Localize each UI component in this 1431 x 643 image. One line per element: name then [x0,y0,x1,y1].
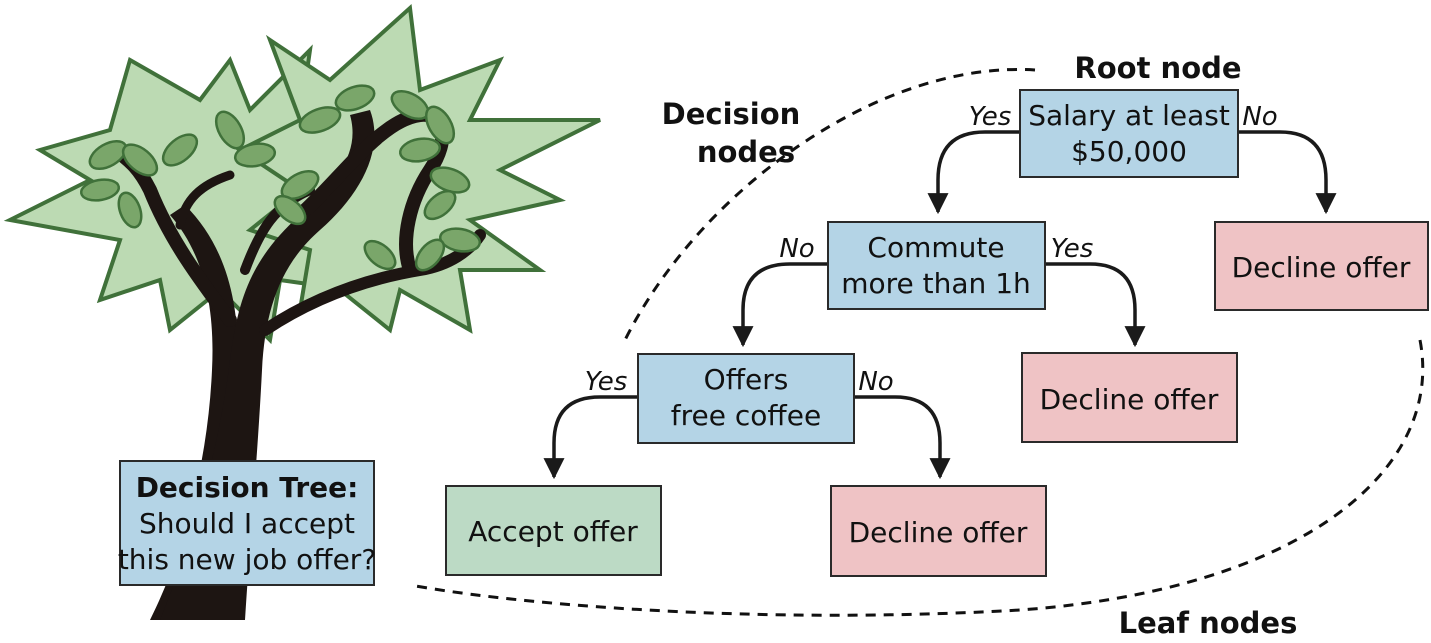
leaf-icon [117,191,143,229]
leaf-icon [161,133,199,167]
root-node-label: Root node [1074,51,1241,85]
edge-label-root-yes: Yes [969,102,1012,132]
title-line-1: Decision Tree: [136,471,359,504]
root-node-box [1019,89,1239,178]
leaf-icon [298,106,342,134]
leaf-icon [423,189,457,221]
accept-box [445,485,662,576]
leaf-icon [273,194,307,226]
decline-offer-leaf-middle: Decline offer [1021,352,1238,443]
leaf-icon [121,143,159,177]
edge-label-commute-yes: Yes [1051,234,1094,264]
leaf-icon [233,142,277,168]
coffee-node-line-1: Offers [704,363,789,396]
edge-label-coffee-no: No [858,367,893,397]
decline-bottom-label: Decline offer [849,516,1028,549]
coffee-node-box [637,353,855,444]
commute-node-box [827,221,1046,310]
decline-offer-leaf-right: Decline offer [1214,221,1429,311]
accept-offer-leaf: Accept offer [445,485,662,576]
leaf-icon [414,238,446,272]
root-node: Salary at least $50,000 [1019,89,1239,178]
decline-right-box [1214,221,1429,311]
leaf-icon [363,239,397,271]
edge-commute-no [732,262,828,348]
decision-nodes-label-line-2: nodes [697,135,795,169]
leaf-icon [334,84,376,112]
decline-right-label: Decline offer [1232,251,1411,284]
leaf-icon [214,110,246,150]
branch-left-small [175,170,235,230]
edge-root-no [1238,130,1337,215]
root-node-line-2: $50,000 [1071,135,1187,168]
decline-offer-leaf-bottom: Decline offer [830,485,1047,577]
leaf-icon [79,178,121,202]
commute-node-line-2: more than 1h [841,267,1031,300]
leaf-nodes-curve [409,339,1425,617]
leaf-nodes-label: Leaf nodes [1119,606,1298,640]
decline-middle-box [1021,352,1238,443]
edge-label-root-no: No [1242,102,1277,132]
decline-middle-label: Decline offer [1040,383,1219,416]
edge-root-yes [927,130,1020,215]
edge-label-commute-no: No [779,234,814,264]
root-node-line-1: Salary at least [1028,99,1230,132]
decision-nodes-label-line-1: Decision [662,97,801,131]
title-line-3: this new job offer? [118,543,376,576]
title-box: Decision Tree: Should I accept this new … [118,460,376,586]
decline-bottom-box [830,485,1047,577]
coffee-node: Offers free coffee [637,353,855,444]
edge-coffee-yes [543,395,638,480]
accept-label: Accept offer [468,515,638,548]
leaf-icon [424,105,456,145]
title-box-bg [119,460,375,586]
commute-node-line-1: Commute [867,231,1004,264]
leaf-icon [398,137,442,163]
edge-coffee-no [854,395,951,480]
edge-commute-yes [1045,262,1146,348]
title-line-2: Should I accept [139,507,355,540]
edge-label-coffee-yes: Yes [585,367,628,397]
foliage-right [236,3,601,334]
coffee-node-line-2: free coffee [671,399,821,432]
commute-node: Commute more than 1h [827,221,1046,310]
leaf-icon [438,227,482,253]
